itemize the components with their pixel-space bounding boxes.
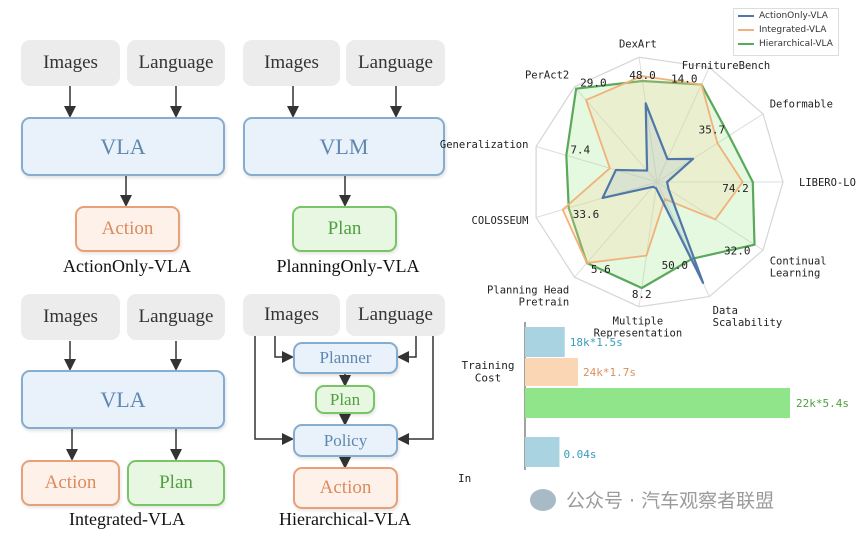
radar-axis-line — [656, 67, 710, 183]
bar-value-label: 22k*5.4s — [796, 397, 849, 410]
radar-value-label: 74.2 — [722, 182, 749, 195]
radar-axis-line — [656, 113, 764, 183]
radar-axis-line — [656, 181, 764, 251]
action-output-box: Action — [21, 460, 120, 506]
radar-value-label: 14.0 — [671, 73, 698, 86]
language-input-box: Language — [346, 294, 445, 336]
policy-box: Policy — [293, 424, 398, 457]
radar-value-label: 7.4 — [570, 143, 590, 156]
plan-output-box: Plan — [292, 206, 397, 252]
bar-training-cost-actiononly-vla — [525, 327, 565, 357]
radar-grid — [535, 56, 784, 308]
radar-axis-label: FurnitureBench — [682, 60, 771, 72]
radar-axis-line — [574, 181, 658, 278]
radar-axis-label: LIBERO-LONG — [799, 177, 856, 189]
radar-axis-line — [535, 146, 658, 183]
radar-axis-label: Generalization — [440, 139, 529, 151]
plan-box: Plan — [315, 385, 375, 414]
watermark-text: 公众号 · 汽车观察者联盟 — [566, 490, 775, 512]
radar-axis-line — [535, 181, 658, 218]
radar-value-label: 33.6 — [573, 208, 600, 221]
vlm-model-box: VLM — [243, 117, 445, 176]
bar-training-cost-hierarchical-vla — [525, 388, 790, 418]
radar-value-label: 29.0 — [580, 77, 607, 90]
radar-value-label: 5.6 — [591, 263, 611, 276]
bar-value-label: 0.04s — [563, 448, 596, 461]
panel-caption: PlanningOnly-VLA — [276, 256, 420, 276]
radar-axis-label: PerAct2 — [525, 70, 569, 82]
panel-caption: Integrated-VLA — [69, 509, 185, 529]
legend-label: Integrated-VLA — [759, 25, 827, 35]
legend-item: Integrated-VLA — [734, 23, 838, 37]
bar-training-cost-integrated-vla — [525, 358, 578, 386]
radar-axis-line — [638, 57, 658, 183]
language-input-box: Language — [127, 40, 225, 86]
panel-caption: Hierarchical-VLA — [279, 509, 411, 529]
bar-category-label: In — [458, 472, 471, 485]
language-input-box: Language — [346, 40, 445, 86]
radar-legend: ActionOnly-VLA Integrated-VLA Hierarchic… — [733, 8, 839, 56]
planner-box: Planner — [293, 342, 398, 374]
vla-model-box: VLA — [21, 117, 225, 176]
images-input-box: Images — [21, 40, 120, 86]
action-output-box: Action — [293, 467, 398, 509]
vla-model-box: VLA — [21, 370, 225, 429]
images-input-box: Images — [243, 294, 340, 336]
radar-axis-label: COLOSSEUM — [472, 215, 529, 227]
radar-value-label: 48.0 — [629, 69, 656, 82]
bar-value-label: 24k*1.7s — [583, 366, 636, 379]
radar-axis-label: DexArt — [619, 38, 657, 50]
legend-label: ActionOnly-VLA — [759, 11, 828, 21]
bar-inference-actiononly — [525, 437, 560, 467]
images-input-box: Images — [243, 40, 340, 86]
images-input-box: Images — [21, 294, 120, 340]
radar-value-label: 32.0 — [724, 245, 751, 258]
radar-axis-line — [638, 181, 658, 307]
bar-value-label: 18k*1.5s — [570, 336, 623, 349]
radar-value-label: 8.2 — [632, 288, 652, 301]
radar-value-label: 35.7 — [699, 124, 726, 137]
panel-caption: ActionOnly-VLA — [63, 256, 191, 276]
watermark: 公众号 · 汽车观察者联盟 — [530, 486, 774, 513]
plan-output-box: Plan — [127, 460, 225, 506]
action-output-box: Action — [75, 206, 180, 252]
legend-label: Hierarchical-VLA — [759, 39, 833, 49]
radar-value-label: 50.0 — [662, 259, 689, 272]
legend-item: ActionOnly-VLA — [734, 9, 838, 23]
legend-swatch — [738, 15, 754, 17]
radar-series-hierarchical-vla — [565, 79, 756, 290]
wechat-logo-icon — [530, 488, 556, 511]
radar-series-actiononly-vla — [601, 102, 705, 284]
legend-item: Hierarchical-VLA — [734, 37, 838, 51]
radar-axis-line — [574, 86, 658, 183]
legend-swatch — [738, 43, 754, 45]
language-input-box: Language — [127, 294, 225, 340]
legend-swatch — [738, 29, 754, 31]
radar-axis-label: Deformable — [770, 99, 833, 111]
